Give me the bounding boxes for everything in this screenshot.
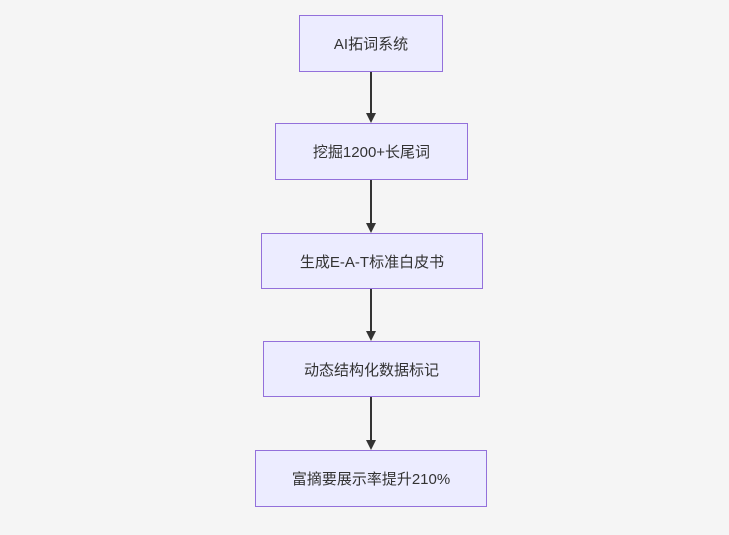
flow-node-label: 富摘要展示率提升210% (291, 471, 451, 488)
flow-node-label: 挖掘1200+长尾词 (312, 144, 431, 161)
arrowhead-down-icon (366, 223, 376, 233)
arrowhead-down-icon (366, 113, 376, 123)
flow-node-generate-eat-whitepaper: 生成E-A-T标准白皮书 (261, 233, 483, 289)
flow-node-label: AI拓词系统 (333, 36, 409, 53)
flow-node-rich-snippet-rate-increase: 富摘要展示率提升210% (255, 450, 487, 507)
flow-node-dynamic-structured-data-markup: 动态结构化数据标记 (263, 341, 480, 397)
arrowhead-down-icon (366, 440, 376, 450)
edge-arrow-line (370, 72, 372, 114)
arrowhead-down-icon (366, 331, 376, 341)
edge-arrow-line (370, 397, 372, 440)
edge-arrow-line (370, 180, 372, 223)
flow-node-label: 动态结构化数据标记 (303, 361, 439, 379)
flow-node-ai-word-expansion-system: AI拓词系统 (299, 15, 443, 72)
edge-arrow-line (370, 289, 372, 331)
flow-node-label: 生成E-A-T标准白皮书 (299, 253, 445, 271)
flow-node-mine-longtail-keywords: 挖掘1200+长尾词 (275, 123, 468, 180)
